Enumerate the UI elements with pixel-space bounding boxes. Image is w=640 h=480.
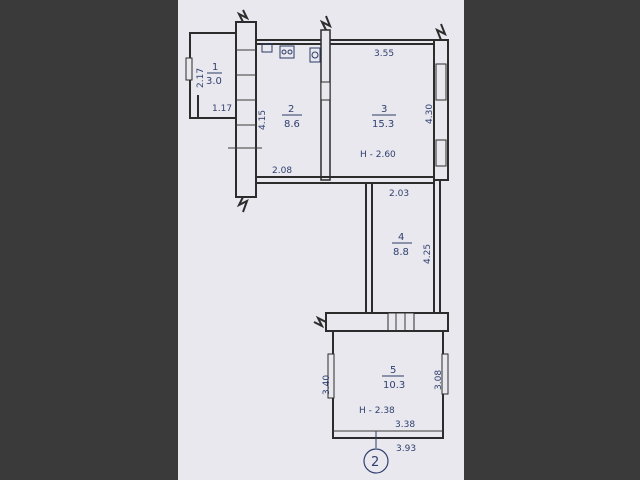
dim-room-1-height: 2.17: [196, 68, 206, 88]
wall-break-mark: [319, 15, 332, 31]
wall-break-mark: [236, 196, 249, 213]
axis-circle: [363, 448, 389, 474]
room-1-number: 1: [212, 62, 218, 73]
room-4-number: 4: [398, 232, 404, 243]
axis-marker-label: 2: [371, 455, 379, 470]
room-5-window-left: [327, 353, 335, 399]
dim-room-3-top: 3.55: [374, 49, 394, 59]
dim-room-4-height: 4.25: [423, 244, 433, 264]
dim-room-3-ceiling: H - 2.60: [360, 150, 396, 160]
room-5-area: 10.3: [383, 380, 405, 391]
room-3-area: 15.3: [372, 119, 394, 130]
dim-room-5-left: 3.40: [322, 375, 332, 395]
dim-room-5-bottom-inner: 3.38: [395, 420, 415, 430]
wall-break-mark: [236, 9, 250, 23]
door-2-3: [320, 81, 331, 101]
burner-icon: [287, 49, 293, 55]
room-3-number: 3: [381, 104, 387, 115]
room-labels: 1 3.0 2 8.6 3 15.3 4 8.8 5 10.3: [206, 62, 412, 391]
door-4-5: [387, 312, 415, 332]
boiler-icon: [309, 47, 321, 63]
boiler-dial-icon: [311, 51, 319, 59]
room-2-area: 8.6: [284, 119, 300, 130]
dim-room-1-width: 1.17: [212, 104, 232, 114]
window-room-3: [435, 63, 447, 101]
dimension-labels: 2.17 1.17 4.15 2.08 3.55 4.30 H - 2.60 2…: [196, 49, 444, 470]
room-5-number: 5: [390, 365, 396, 376]
window-room-3b: [435, 139, 447, 167]
dim-room-5-ceiling: H - 2.38: [359, 406, 395, 416]
room-1-window: [185, 57, 193, 81]
burner-icon: [281, 49, 287, 55]
sink-icon: [261, 43, 273, 53]
wall-break-mark: [435, 23, 447, 41]
room-2-number: 2: [288, 104, 294, 115]
wall-break-mark: [313, 315, 327, 329]
dim-room-2-width: 2.08: [272, 166, 292, 176]
dim-room-5-bottom-outer: 3.93: [396, 444, 416, 454]
stove-icon: [279, 45, 295, 59]
dim-room-3-right: 4.30: [425, 104, 435, 124]
partition-2-3: [320, 29, 331, 181]
wall-4-5: [325, 312, 449, 332]
room-5-window-right: [441, 353, 449, 395]
kitchen-fixtures: [261, 43, 321, 63]
plan-walls: [185, 9, 449, 474]
room-4-area: 8.8: [393, 247, 409, 258]
dim-corridor-width: 2.03: [389, 189, 409, 199]
wall-left-thick: [235, 21, 257, 198]
dim-room-5-right: 3.08: [434, 370, 444, 390]
dim-room-2-length: 4.15: [258, 110, 268, 130]
room-1-area: 3.0: [206, 76, 222, 87]
